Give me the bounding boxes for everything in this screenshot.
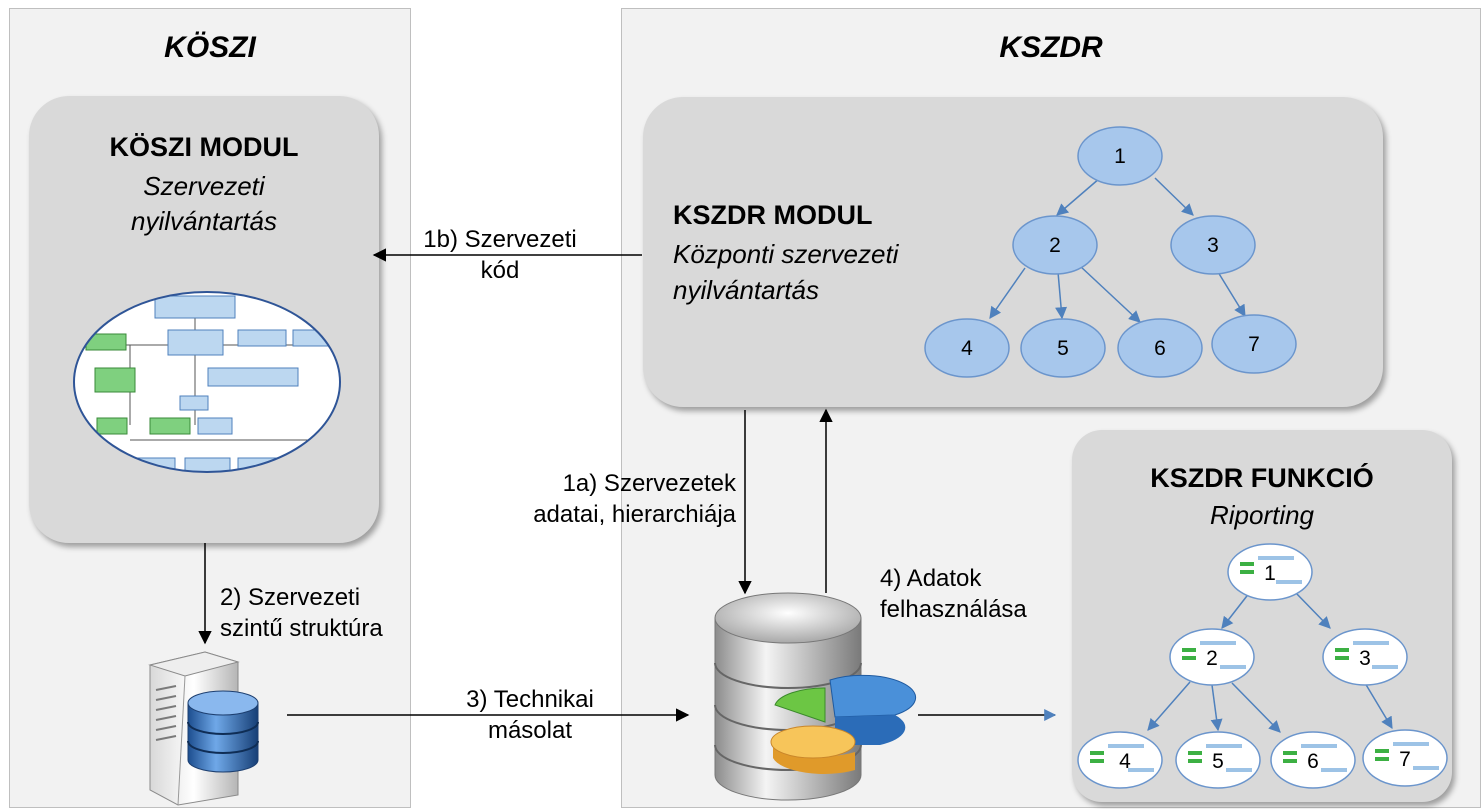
svg-text:1: 1 (1264, 562, 1276, 585)
svg-text:3: 3 (1359, 647, 1371, 670)
koszi-panel-title: KÖSZI (164, 31, 256, 64)
report-node-3: 3 (1322, 628, 1408, 686)
koszi-module-title: KÖSZI MODUL (109, 132, 299, 162)
svg-text:4: 4 (961, 337, 973, 360)
report-node-2: 2 (1169, 628, 1255, 686)
flow-1b-line1: 1b) Szervezeti (423, 226, 577, 253)
svg-text:6: 6 (1307, 750, 1319, 773)
tree-node-7: 7 (1211, 314, 1297, 374)
report-node-1: 1 (1227, 543, 1313, 601)
report-node-5: 5 (1175, 731, 1261, 789)
flow-3-label: 3) Technikai másolat (440, 684, 620, 746)
report-node-6: 6 (1270, 731, 1356, 789)
svg-text:1: 1 (1114, 145, 1126, 168)
flow-1a-label: 1a) Szervezetek adatai, hierarchiája (468, 468, 736, 530)
report-node-7: 7 (1362, 729, 1448, 787)
org-chart-thumbnail (74, 292, 340, 472)
svg-text:2: 2 (1206, 647, 1218, 670)
report-node-4: 4 (1077, 731, 1163, 789)
kszdr-module-subtitle-1: Központi szervezeti (673, 239, 899, 269)
flow-2-line2: szintű struktúra (220, 615, 383, 642)
flow-4-line1: 4) Adatok (880, 565, 982, 592)
svg-text:5: 5 (1057, 337, 1069, 360)
kszdr-tree: 1 2 3 4 5 6 7 (924, 126, 1297, 378)
tree-node-1: 1 (1077, 126, 1163, 186)
flow-1b-label: 1b) Szervezeti kód (400, 224, 600, 286)
koszi-module-subtitle-2: nyilvántartás (131, 206, 277, 236)
flow-4-line2: felhasználása (880, 596, 1027, 623)
report-tree-edges (1147, 591, 1393, 733)
flow-1a-line1: 1a) Szervezetek (562, 470, 736, 497)
svg-text:7: 7 (1248, 333, 1260, 356)
tree-node-6: 6 (1117, 318, 1203, 378)
report-tree: 1 2 3 4 5 6 7 (1077, 543, 1448, 789)
kszdr-module-subtitle-2: nyilvántartás (673, 275, 819, 305)
flow-3-line2: másolat (487, 717, 573, 744)
kszdr-tree-edges (989, 177, 1246, 323)
flow-1a-line2: adatai, hierarchiája (533, 501, 736, 528)
svg-text:5: 5 (1212, 750, 1224, 773)
flow-4-label: 4) Adatok felhasználása (880, 563, 1027, 625)
svg-text:6: 6 (1154, 337, 1166, 360)
tree-node-3: 3 (1170, 215, 1256, 275)
kszdr-function-title: KSZDR FUNKCIÓ (1150, 463, 1374, 493)
pie-chart-icon (770, 674, 917, 774)
tree-node-4: 4 (924, 318, 1010, 378)
flow-2-label: 2) Szervezeti szintű struktúra (220, 582, 383, 644)
kszdr-panel-title: KSZDR (999, 31, 1103, 64)
kszdr-function-subtitle: Riporting (1209, 500, 1315, 530)
flow-1b-line2: kód (480, 257, 520, 284)
server-database-icon (148, 651, 259, 806)
tree-node-2: 2 (1012, 215, 1098, 275)
svg-text:2: 2 (1049, 234, 1061, 257)
svg-text:7: 7 (1399, 748, 1411, 771)
kszdr-module-title: KSZDR MODUL (673, 200, 873, 230)
flow-2-line1: 2) Szervezeti (220, 584, 361, 611)
svg-text:3: 3 (1207, 234, 1219, 257)
koszi-module-subtitle-1: Szervezeti (143, 171, 265, 201)
svg-text:4: 4 (1119, 750, 1131, 773)
flow-3-line1: 3) Technikai (466, 686, 594, 713)
tree-node-5: 5 (1020, 318, 1106, 378)
central-database-icon (714, 592, 917, 801)
